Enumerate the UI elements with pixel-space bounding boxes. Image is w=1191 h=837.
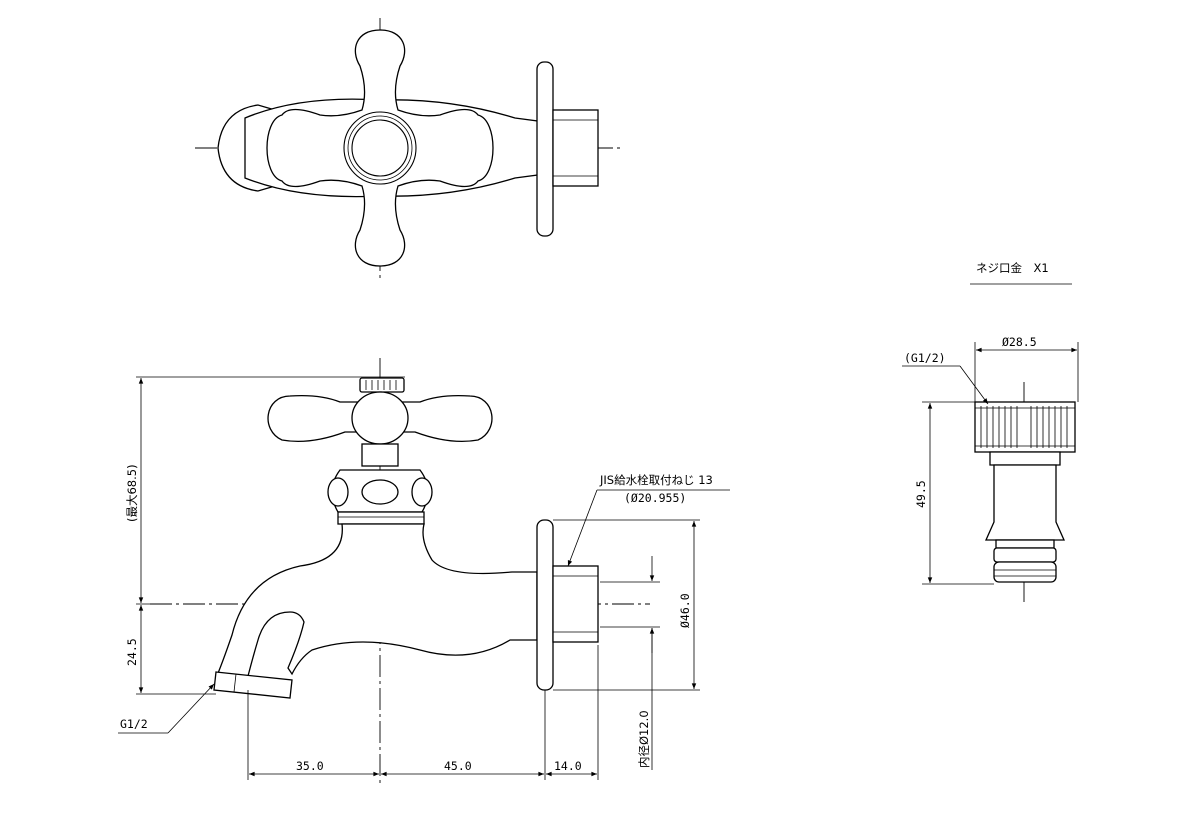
acc-diameter-label: Ø28.5 (1002, 335, 1037, 349)
dim-b-label: 45.0 (444, 759, 472, 773)
hose-adapter (902, 283, 1079, 602)
jis-thread-label: JIS給水栓取付ねじ 13 (599, 473, 713, 487)
flange-diameter-label: Ø46.0 (678, 593, 692, 628)
acc-height-label: 49.5 (914, 480, 928, 508)
max-height-label: (最大68.5) (125, 464, 139, 522)
handle-cross-top (266, 29, 494, 267)
jis-thread-size-label: (Ø20.955) (624, 491, 686, 505)
acc-thread-label: (G1/2) (904, 351, 946, 365)
inner-diameter-label: 内径Ø12.0 (637, 710, 651, 768)
front-view (150, 358, 650, 785)
spout-height-label: 24.5 (125, 638, 139, 666)
top-view (195, 18, 620, 280)
dim-a-label: 35.0 (296, 759, 324, 773)
dim-c-label: 14.0 (554, 759, 582, 773)
outlet-thread-label: G1/2 (120, 717, 148, 731)
front-dimensions (118, 376, 730, 780)
accessory-title: ネジ口金 X1 (976, 261, 1049, 275)
